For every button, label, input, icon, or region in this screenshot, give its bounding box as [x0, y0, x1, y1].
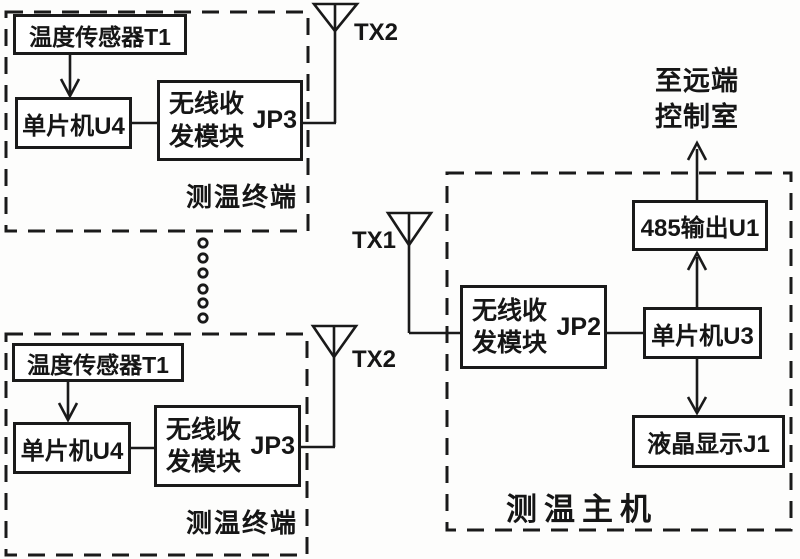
- mcu-box: 单片机U4: [13, 422, 131, 474]
- temperature-sensor-box: 温度传感器T1: [12, 343, 184, 382]
- arrow-up-icon: [686, 250, 708, 271]
- temperature-sensor-box: 温度传感器T1: [13, 14, 187, 55]
- rf-port-label: JP3: [250, 431, 295, 460]
- terminal-1-dashed-boundary: [4, 10, 310, 233]
- temperature-sensor-label: 温度传感器T1: [29, 23, 171, 50]
- rf-module-box: 无线收 发模块 JP3: [154, 405, 301, 487]
- terminal-2-dashed-boundary: [4, 332, 309, 557]
- terminal-caption: 测温终端: [186, 508, 299, 538]
- lcd-display-label: 液晶显示J1: [647, 431, 770, 458]
- rf-module-box: 无线收 发模块 JP3: [157, 80, 303, 161]
- rf-module-box: 无线收 发模块 JP2: [460, 285, 607, 369]
- rf-port-label: JP2: [556, 312, 601, 341]
- rs485-output-box: 485输出U1: [632, 200, 768, 251]
- host-caption: 测温主机: [506, 492, 658, 527]
- antenna-label: TX1: [352, 227, 397, 254]
- arrow-down-icon: [59, 78, 81, 99]
- rf-module-label: 无线收 发模块: [166, 415, 242, 477]
- lcd-display-box: 液晶显示J1: [632, 415, 785, 468]
- rs485-output-label: 485输出U1: [640, 215, 760, 242]
- mcu-label: 单片机U4: [20, 437, 124, 465]
- rf-module-label: 无线收 发模块: [472, 296, 548, 358]
- mcu-box: 单片机U3: [643, 307, 762, 359]
- arrow-down-icon: [686, 396, 708, 416]
- arrow-down-icon: [57, 402, 79, 423]
- rf-port-label: JP3: [252, 106, 297, 134]
- ellipsis-dots-icon: [197, 237, 209, 324]
- rf-module-label: 无线收 发模块: [169, 90, 245, 151]
- mcu-box: 单片机U4: [15, 97, 132, 149]
- mcu-label: 单片机U3: [651, 322, 754, 350]
- temperature-sensor-label: 温度传感器T1: [27, 351, 169, 378]
- arrow-up-icon: [686, 140, 708, 161]
- host-dashed-boundary: [445, 171, 793, 532]
- mcu-label: 单片机U4: [22, 112, 125, 140]
- antenna-label: TX2: [354, 19, 399, 46]
- remote-destination-label: 至远端 控制室: [655, 66, 739, 132]
- antenna-label: TX2: [352, 346, 397, 373]
- terminal-caption: 测温终端: [186, 182, 299, 212]
